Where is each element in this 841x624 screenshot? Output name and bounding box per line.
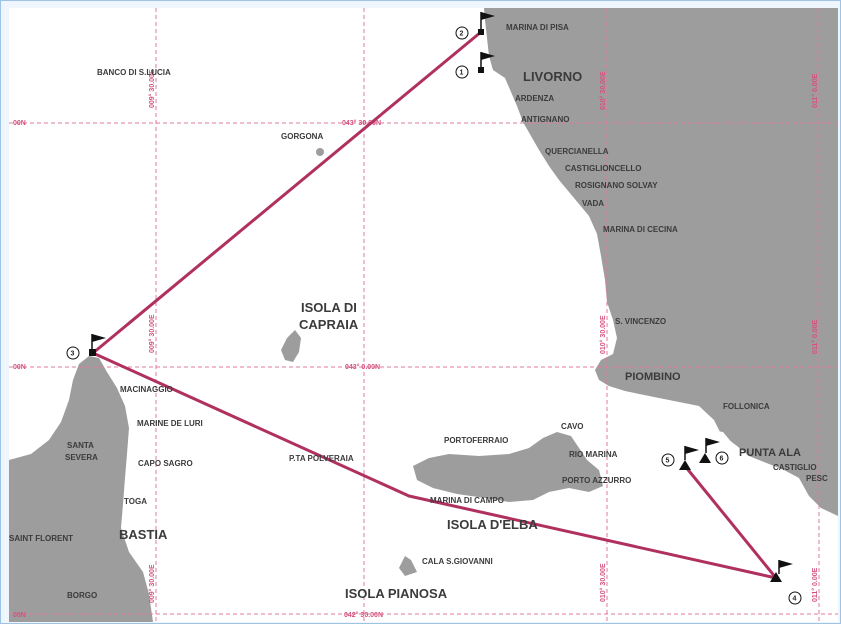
grid-label-lon-3: 011° 0.00E bbox=[811, 73, 819, 108]
grid-label-lat-left-top: 00N bbox=[13, 120, 26, 127]
grid-label-lon-3b: 011° 0.00E bbox=[811, 319, 819, 354]
grid-label-lon-1: 009° 30.00E bbox=[148, 69, 156, 108]
lat-lon-grid bbox=[9, 8, 838, 622]
label-isola-pianosa: ISOLA PIANOSA bbox=[345, 586, 448, 601]
label-isola-d-elba: ISOLA D'ELBA bbox=[447, 517, 538, 532]
label-gorgona: GORGONA bbox=[281, 132, 323, 141]
label-rio-marina: RIO MARINA bbox=[569, 450, 618, 459]
label-portoferraio: PORTOFERRAIO bbox=[444, 436, 508, 445]
label-marina-di-cecina: MARINA DI CECINA bbox=[603, 225, 678, 234]
land-punta-ala-bay bbox=[669, 428, 733, 460]
land-pianosa bbox=[399, 556, 417, 576]
label-punta-polveraia: P.TA POLVERAIA bbox=[289, 454, 354, 463]
label-toga: TOGA bbox=[124, 497, 147, 506]
label-pescaia: PESC bbox=[806, 474, 828, 483]
waypoint-3[interactable]: 3 bbox=[66, 334, 106, 360]
label-punta-ala: PUNTA ALA bbox=[739, 447, 801, 459]
label-follonica: FOLLONICA bbox=[723, 402, 770, 411]
grid-label-lat-left-bottom: 00N bbox=[13, 612, 26, 619]
grid-label-lat-top: 043° 30.00N bbox=[342, 119, 381, 127]
waypoint-6[interactable]: 6 bbox=[699, 438, 729, 465]
grid-label-lon-7: 011° 0.00E bbox=[811, 567, 819, 602]
label-rosignano-solvay: ROSIGNANO SOLVAY bbox=[575, 181, 658, 190]
waypoint-1[interactable]: 1 bbox=[455, 52, 495, 79]
waypoint-5-number: 5 bbox=[666, 458, 670, 465]
label-capraia: CAPRAIA bbox=[299, 317, 359, 332]
waypoint-2[interactable]: 2 bbox=[455, 12, 495, 40]
grid-label-lon-5: 010° 30.00E bbox=[599, 563, 607, 602]
label-livorno: LIVORNO bbox=[523, 69, 582, 84]
label-antignano: ANTIGNANO bbox=[521, 115, 569, 124]
land-gorgona bbox=[316, 148, 324, 156]
label-ardenza: ARDENZA bbox=[515, 94, 554, 103]
map-canvas: 00N 043° 30.00N 00N 043° 0.00N 00N 042° … bbox=[9, 8, 838, 622]
label-isola-di: ISOLA DI bbox=[301, 300, 357, 315]
waypoint-3-number: 3 bbox=[71, 351, 75, 358]
label-marine-de-luri: MARINE DE LURI bbox=[137, 419, 203, 428]
label-saint-florent: SAINT FLORENT bbox=[9, 534, 73, 543]
label-marina-di-campo: MARINA DI CAMPO bbox=[430, 496, 504, 505]
sailing-route bbox=[91, 30, 778, 580]
grid-label-lat-left-mid: 00N bbox=[13, 364, 26, 371]
grid-label-lat-mid: 043° 0.00N bbox=[345, 363, 380, 371]
label-cavo: CAVO bbox=[561, 422, 584, 431]
label-borgo: BORGO bbox=[67, 591, 97, 600]
waypoint-1-number: 1 bbox=[460, 70, 464, 77]
waypoint-4[interactable]: 4 bbox=[770, 560, 802, 605]
waypoint-4-number: 4 bbox=[793, 596, 797, 603]
label-castiglioncello: CASTIGLIONCELLO bbox=[565, 164, 641, 173]
waypoint-6-number: 6 bbox=[720, 456, 724, 463]
label-porto-azzurro: PORTO AZZURRO bbox=[562, 476, 631, 485]
land-corsica bbox=[9, 356, 153, 622]
label-capo-sagro: CAPO SAGRO bbox=[138, 459, 193, 468]
waypoint-5[interactable]: 5 bbox=[661, 446, 699, 470]
grid-label-lat-bottom: 042° 30.00N bbox=[344, 611, 383, 619]
label-banco-santa-lucia: BANCO DI S.LUCIA bbox=[97, 68, 171, 77]
label-severa: SEVERA bbox=[65, 453, 98, 462]
land-isola-elba bbox=[413, 432, 603, 502]
label-macinaggio: MACINAGGIO bbox=[120, 385, 173, 394]
grid-label-lon-6: 009° 30.00E bbox=[148, 564, 156, 603]
grid-label-lon-2: 010° 30.00E bbox=[599, 71, 607, 110]
label-santa: SANTA bbox=[67, 441, 94, 450]
label-vada: VADA bbox=[582, 199, 604, 208]
land-tuscany bbox=[484, 8, 838, 516]
label-bastia: BASTIA bbox=[119, 527, 168, 542]
label-quercianella: QUERCIANELLA bbox=[545, 147, 609, 156]
label-san-vincenzo: S. VINCENZO bbox=[615, 317, 666, 326]
nautical-route-map: 00N 043° 30.00N 00N 043° 0.00N 00N 042° … bbox=[9, 8, 838, 622]
label-castiglione: CASTIGLIO bbox=[773, 463, 817, 472]
label-marina-di-pisa: MARINA DI PISA bbox=[506, 23, 569, 32]
grid-label-lon-4: 010° 30.00E bbox=[599, 315, 607, 354]
grid-label-lon-1b: 009° 30.00E bbox=[148, 314, 156, 353]
label-piombino: PIOMBINO bbox=[625, 371, 681, 383]
label-cala-san-giovanni: CALA S.GIOVANNI bbox=[422, 557, 493, 566]
waypoint-2-number: 2 bbox=[460, 31, 464, 38]
land-isola-capraia bbox=[281, 330, 301, 362]
